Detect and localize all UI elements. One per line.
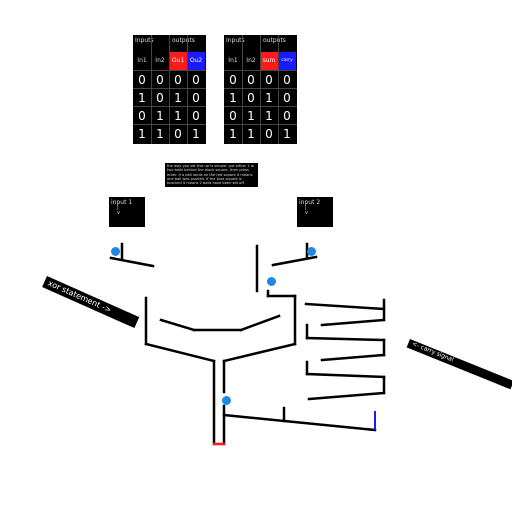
table-col-in1: In1 xyxy=(137,57,147,64)
table-cell: 1 xyxy=(156,127,164,141)
grid-line xyxy=(133,106,206,107)
bowl-left xyxy=(159,318,196,332)
table-cell: 0 xyxy=(247,91,255,105)
input-1-title: input 1 xyxy=(111,199,133,206)
table-col-sum: sum xyxy=(260,52,278,70)
table-cell: 0 xyxy=(138,73,146,87)
zig-2 xyxy=(320,318,386,327)
table-cell: 1 xyxy=(229,127,237,141)
grid-line xyxy=(224,70,297,71)
grid-line xyxy=(187,35,188,144)
table-cell: 1 xyxy=(138,127,146,141)
table-cell: 0 xyxy=(283,73,291,87)
zig-1 xyxy=(304,302,386,311)
table-col-out2: Ou2 xyxy=(187,52,205,70)
arrow-shaft-icon: | xyxy=(117,205,119,211)
arrow-down-icon: v xyxy=(305,210,308,216)
grid-line xyxy=(133,70,206,71)
truth-table-right: Inputs outputs In1 In2 sum carry 0 0 0 0… xyxy=(224,35,297,144)
table-cell: 1 xyxy=(174,109,182,123)
table-cell: 0 xyxy=(192,73,200,87)
grid-line xyxy=(278,35,279,144)
zig-6 xyxy=(307,391,386,401)
zig-5 xyxy=(305,372,386,379)
table-cell: 0 xyxy=(229,109,237,123)
left-funnel-slope xyxy=(144,342,216,363)
table-cell: 0 xyxy=(138,109,146,123)
grid-line xyxy=(133,88,206,89)
truth-table-left: Inputs outputs In1 In2 Ou1 Ou2 0 0 0 0 1… xyxy=(133,35,206,144)
table-header-inputs: Inputs xyxy=(135,37,154,44)
table-col-in2: In2 xyxy=(155,57,165,64)
table-cell: 1 xyxy=(138,91,146,105)
input-2-box[interactable]: input 2 | v xyxy=(297,197,333,227)
table-cell: 0 xyxy=(265,73,273,87)
table-col-in2: In2 xyxy=(246,57,256,64)
table-cell: 1 xyxy=(265,91,273,105)
table-cell: 1 xyxy=(174,91,182,105)
grid-line xyxy=(242,35,243,144)
bowl-right xyxy=(239,314,281,332)
table-cell: 0 xyxy=(229,73,237,87)
grid-line xyxy=(224,106,297,107)
carry-ramp xyxy=(222,413,377,432)
table-cell: 1 xyxy=(265,109,273,123)
table-cell: 1 xyxy=(229,91,237,105)
grid-line xyxy=(260,35,261,144)
right-funnel-slope xyxy=(222,342,297,363)
table-cell: 1 xyxy=(247,127,255,141)
table-cell: 1 xyxy=(156,109,164,123)
track-lines xyxy=(109,242,386,446)
table-cell: 0 xyxy=(174,127,182,141)
grid-line xyxy=(224,88,297,89)
table-cell: 1 xyxy=(283,127,291,141)
table-cell: 0 xyxy=(265,127,273,141)
table-cell: 0 xyxy=(192,91,200,105)
grid-line xyxy=(224,124,297,125)
input-2-title: input 2 xyxy=(299,199,321,206)
input-1-box[interactable]: input 1 | v xyxy=(109,197,145,227)
table-col-out1: Ou1 xyxy=(169,52,187,70)
instructions-note: the way you set this up is simple: put e… xyxy=(165,163,258,187)
table-col-carry: carry xyxy=(278,52,296,70)
table-col-in1: In1 xyxy=(228,57,238,64)
table-cell: 0 xyxy=(156,91,164,105)
table-cell: 0 xyxy=(156,73,164,87)
ball-left[interactable] xyxy=(111,247,120,256)
left-ramp xyxy=(109,256,155,268)
table-header-outputs: outputs xyxy=(263,37,286,44)
table-cell: 0 xyxy=(283,91,291,105)
table-cell: 0 xyxy=(192,109,200,123)
grid-line xyxy=(151,35,152,144)
right-ramp xyxy=(271,255,318,267)
arrow-shaft-icon: | xyxy=(305,205,307,211)
table-cell: 0 xyxy=(174,73,182,87)
grid-line xyxy=(169,35,170,144)
table-cell: 0 xyxy=(283,109,291,123)
ball-chute[interactable] xyxy=(222,396,231,405)
table-header-inputs: Inputs xyxy=(226,37,245,44)
table-cell: 1 xyxy=(192,127,200,141)
table-cell: 0 xyxy=(247,73,255,87)
zig-3 xyxy=(305,336,386,342)
table-cell: 1 xyxy=(247,109,255,123)
zig-4 xyxy=(320,353,386,362)
arrow-down-icon: v xyxy=(117,210,120,216)
ball-right[interactable] xyxy=(307,247,316,256)
table-header-outputs: outputs xyxy=(172,37,195,44)
ball-center[interactable] xyxy=(267,277,276,286)
grid-line xyxy=(133,124,206,125)
